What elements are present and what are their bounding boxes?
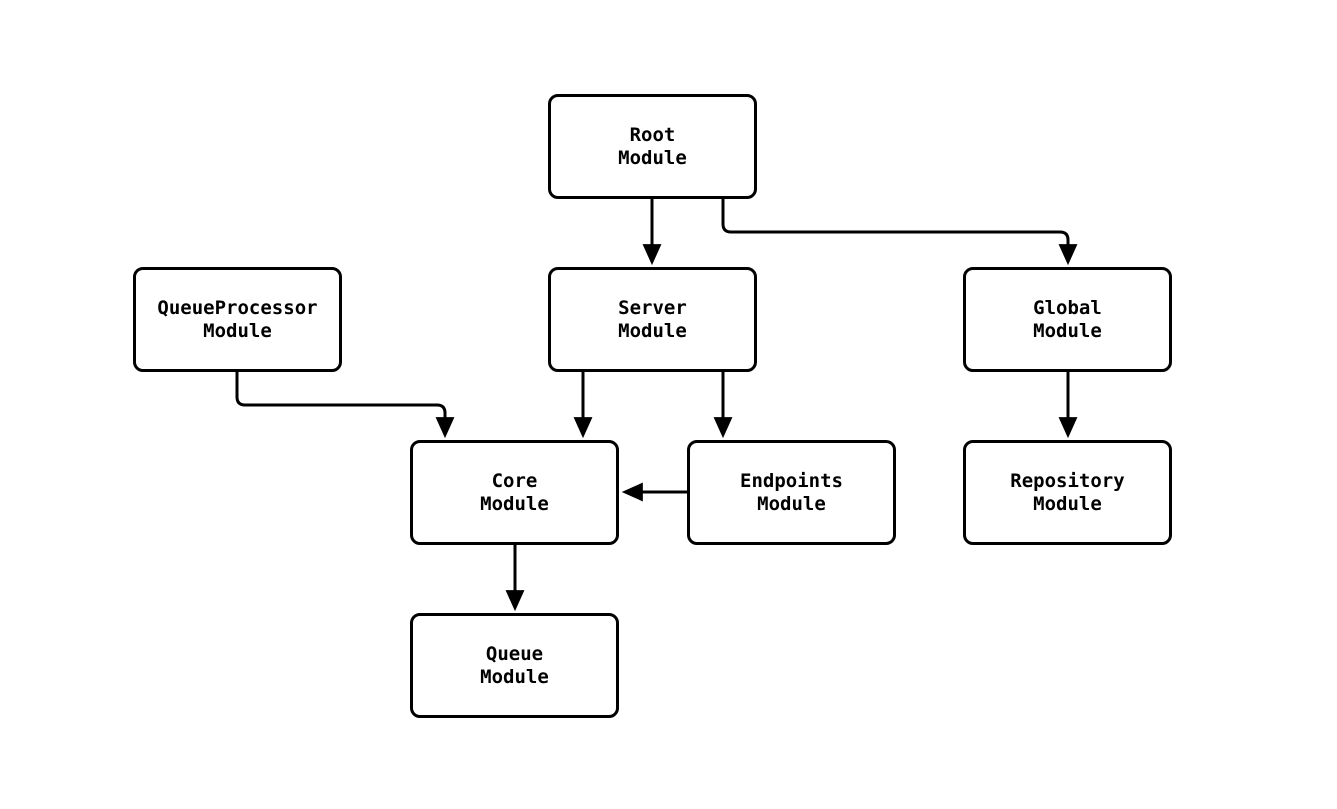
edge-queueprocessor-to-core	[235, 372, 455, 439]
node-endpoints-module: Endpoints Module	[687, 440, 896, 545]
node-repository-module: Repository Module	[963, 440, 1172, 545]
node-root-module: Root Module	[548, 94, 757, 199]
node-server-module: Server Module	[548, 267, 757, 372]
node-core-module: Core Module	[410, 440, 619, 545]
node-queueprocessor-module: QueueProcessor Module	[133, 267, 342, 372]
node-global-module: Global Module	[963, 267, 1172, 372]
node-queue-module: Queue Module	[410, 613, 619, 718]
edge-root-to-global	[721, 198, 1078, 266]
